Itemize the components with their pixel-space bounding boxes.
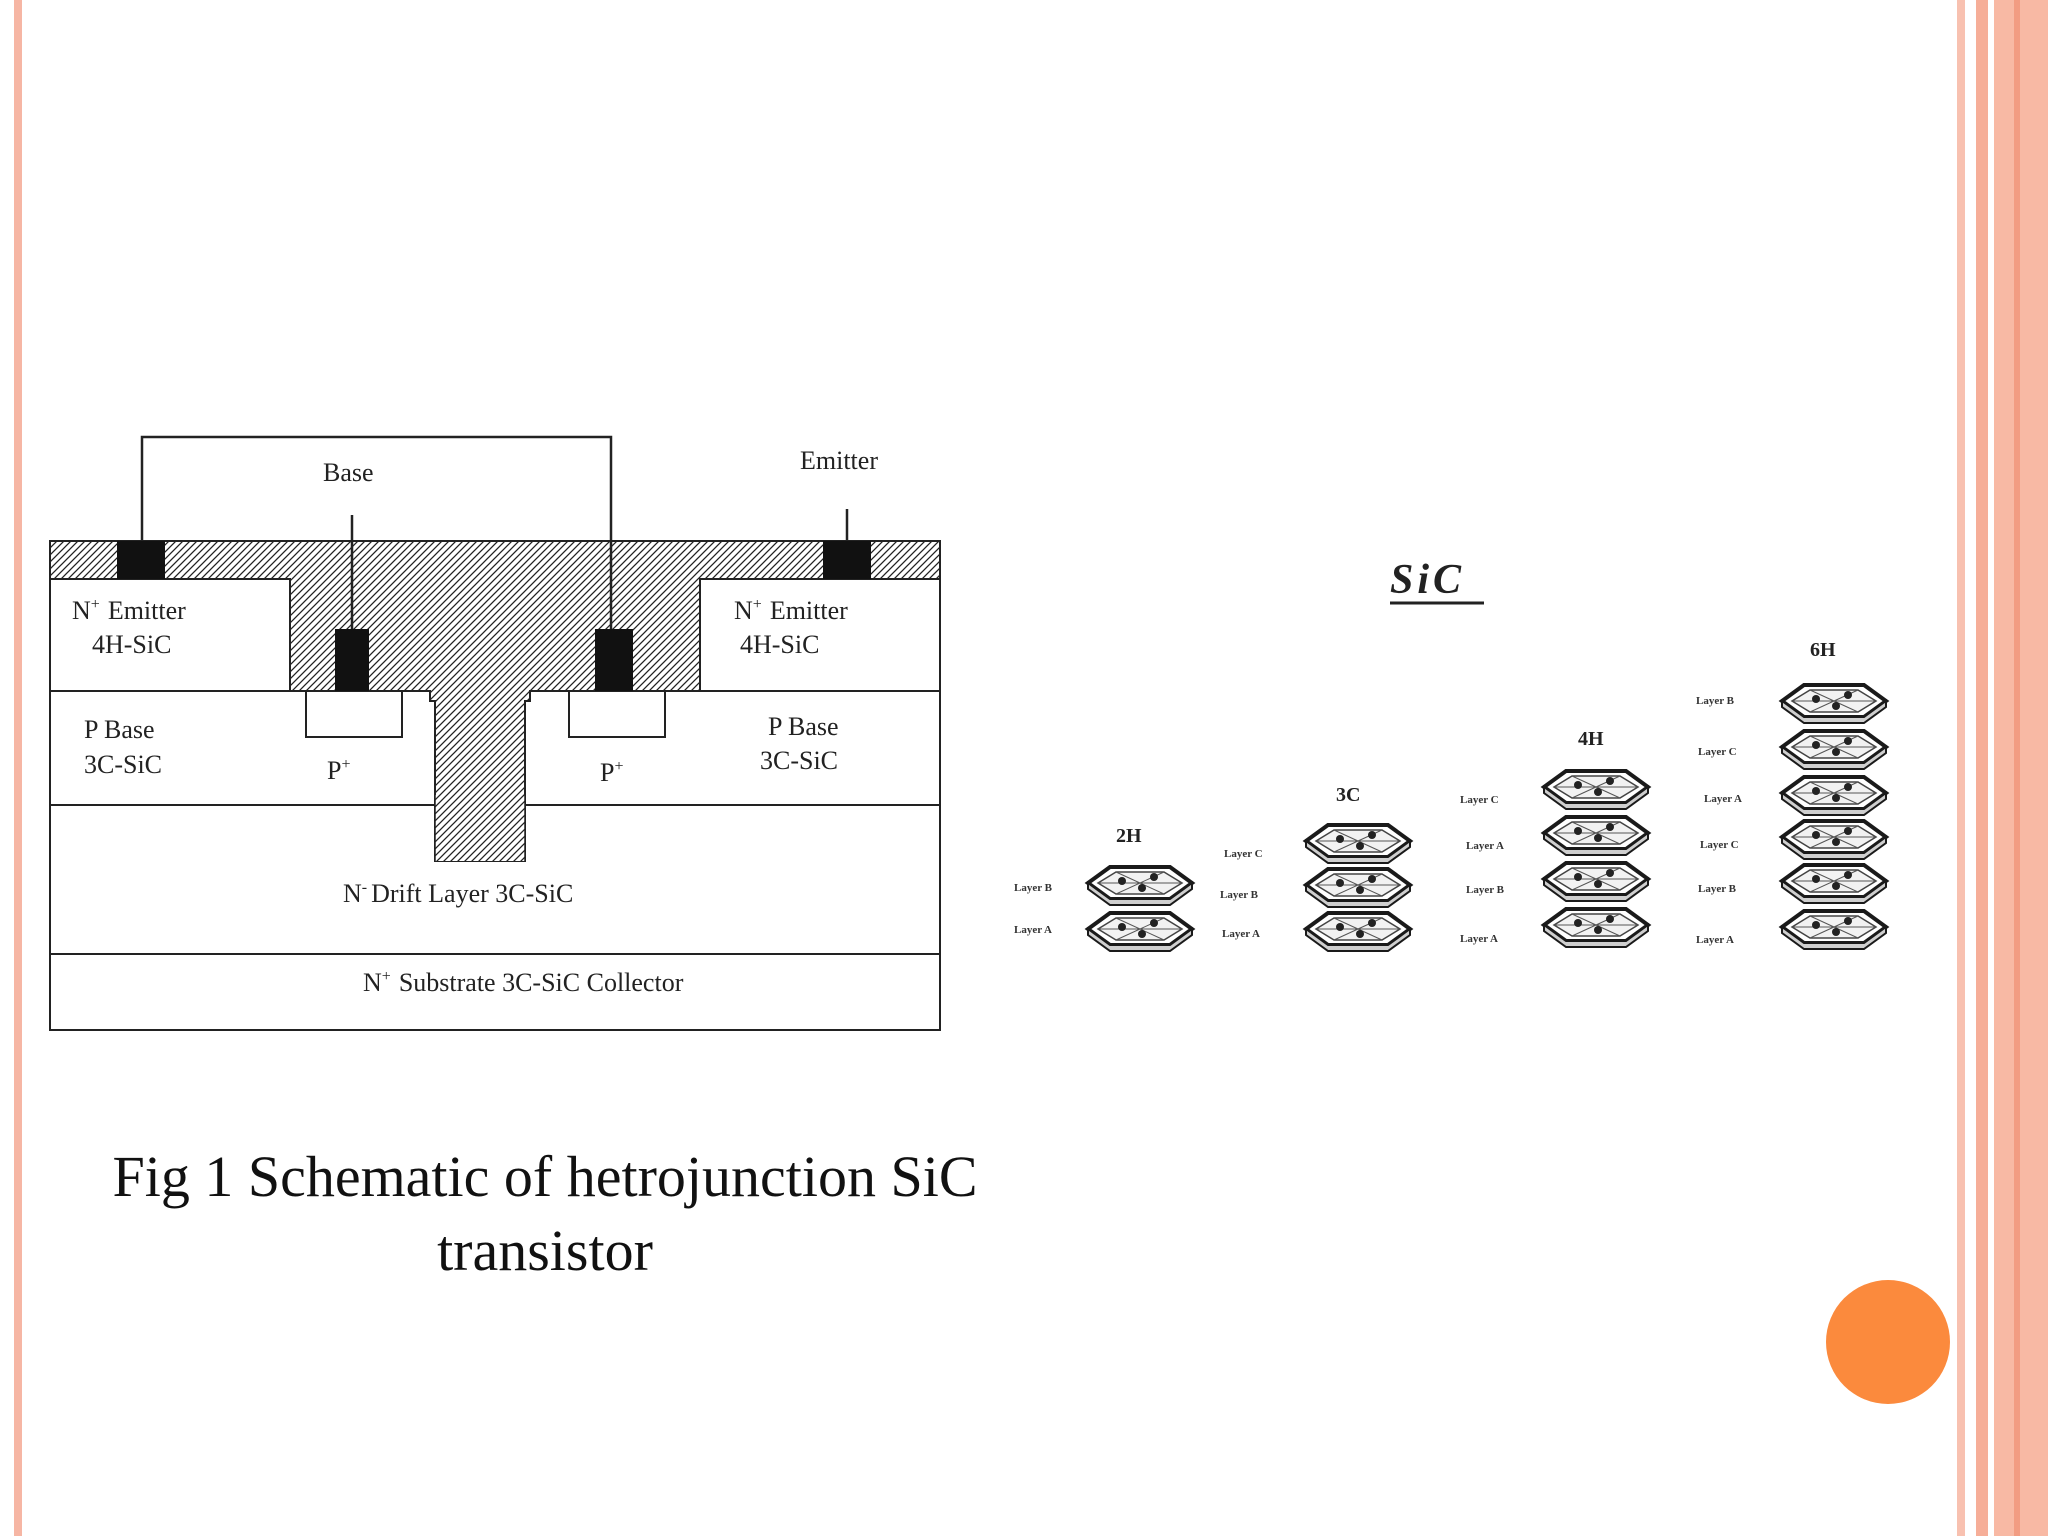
sic-polytypes-diagram: SiC 2H Layer B Layer A 3C Layer C Layer …	[1014, 557, 1888, 953]
base-wire	[140, 435, 613, 629]
accent-circle	[1826, 1280, 1950, 1404]
svg-text:N+Substrate 3C-SiC Collector: N+Substrate 3C-SiC Collector	[363, 968, 684, 997]
layer-label: Layer B	[1014, 882, 1053, 894]
right-border-stripe	[2014, 0, 2020, 1536]
base-contact	[595, 629, 633, 691]
sic-title: SiC	[1390, 557, 1465, 603]
layer-label: Layer C	[1460, 794, 1499, 806]
polytype-label-6h: 6H	[1810, 639, 1836, 661]
caption-line-2: transistor	[437, 1218, 653, 1283]
layer-label: Layer C	[1700, 839, 1739, 851]
p-plus-region	[305, 690, 403, 738]
layer-label: Layer A	[1704, 793, 1742, 805]
layer-label: Layer C	[1224, 848, 1263, 860]
substrate-layer	[49, 953, 941, 1031]
transistor-schematic: Base Emitter N+Emitter 4H-SiC N+Emitter …	[49, 435, 941, 1031]
svg-text:N+Emitter: N+Emitter	[72, 596, 186, 625]
layer-label: Layer B	[1698, 883, 1737, 895]
p-plus-region	[568, 690, 666, 738]
polytype-label-4h: 4H	[1578, 728, 1604, 750]
base-label: Base	[323, 458, 374, 487]
svg-text:P+: P+	[600, 758, 624, 787]
layer-label: Layer A	[1466, 840, 1504, 852]
right-pbase-label: P Base	[768, 712, 839, 741]
right-emitter-material: 4H-SiC	[740, 630, 819, 659]
layer-label: Layer B	[1220, 889, 1259, 901]
layer-label: Layer C	[1698, 746, 1737, 758]
layer-label: Layer A	[1014, 924, 1052, 936]
left-pbase-material: 3C-SiC	[84, 750, 162, 779]
layer-label: Layer B	[1696, 695, 1735, 707]
emitter-contact	[823, 541, 871, 579]
left-pbase-label: P Base	[84, 715, 155, 744]
layer-label: Layer A	[1222, 928, 1260, 940]
right-border-stripe	[1957, 0, 1965, 1536]
layer-label: Layer A	[1696, 934, 1734, 946]
right-pbase-material: 3C-SiC	[760, 746, 838, 775]
left-emitter-material: 4H-SiC	[92, 630, 171, 659]
svg-text:N+Emitter: N+Emitter	[734, 596, 848, 625]
left-border-rule	[14, 0, 22, 1536]
right-border-stripe	[1976, 0, 1988, 1536]
polytype-label-3c: 3C	[1336, 784, 1360, 806]
right-border-stripe	[1994, 0, 2048, 1536]
svg-text:P+: P+	[327, 756, 351, 785]
base-contact	[335, 629, 369, 691]
emitter-contact	[117, 541, 165, 579]
caption-line-1: Fig 1 Schematic of hetrojunction SiC	[112, 1144, 978, 1209]
right-emitter-region	[699, 578, 941, 692]
emitter-label: Emitter	[800, 446, 878, 475]
svg-text:N-Drift Layer 3C-SiC: N-Drift Layer 3C-SiC	[343, 879, 573, 908]
figure-caption: Fig 1 Schematic of hetrojunction SiC tra…	[60, 1140, 1030, 1288]
polytype-label-2h: 2H	[1116, 825, 1142, 847]
layer-label: Layer B	[1466, 884, 1505, 896]
layer-label: Layer A	[1460, 933, 1498, 945]
